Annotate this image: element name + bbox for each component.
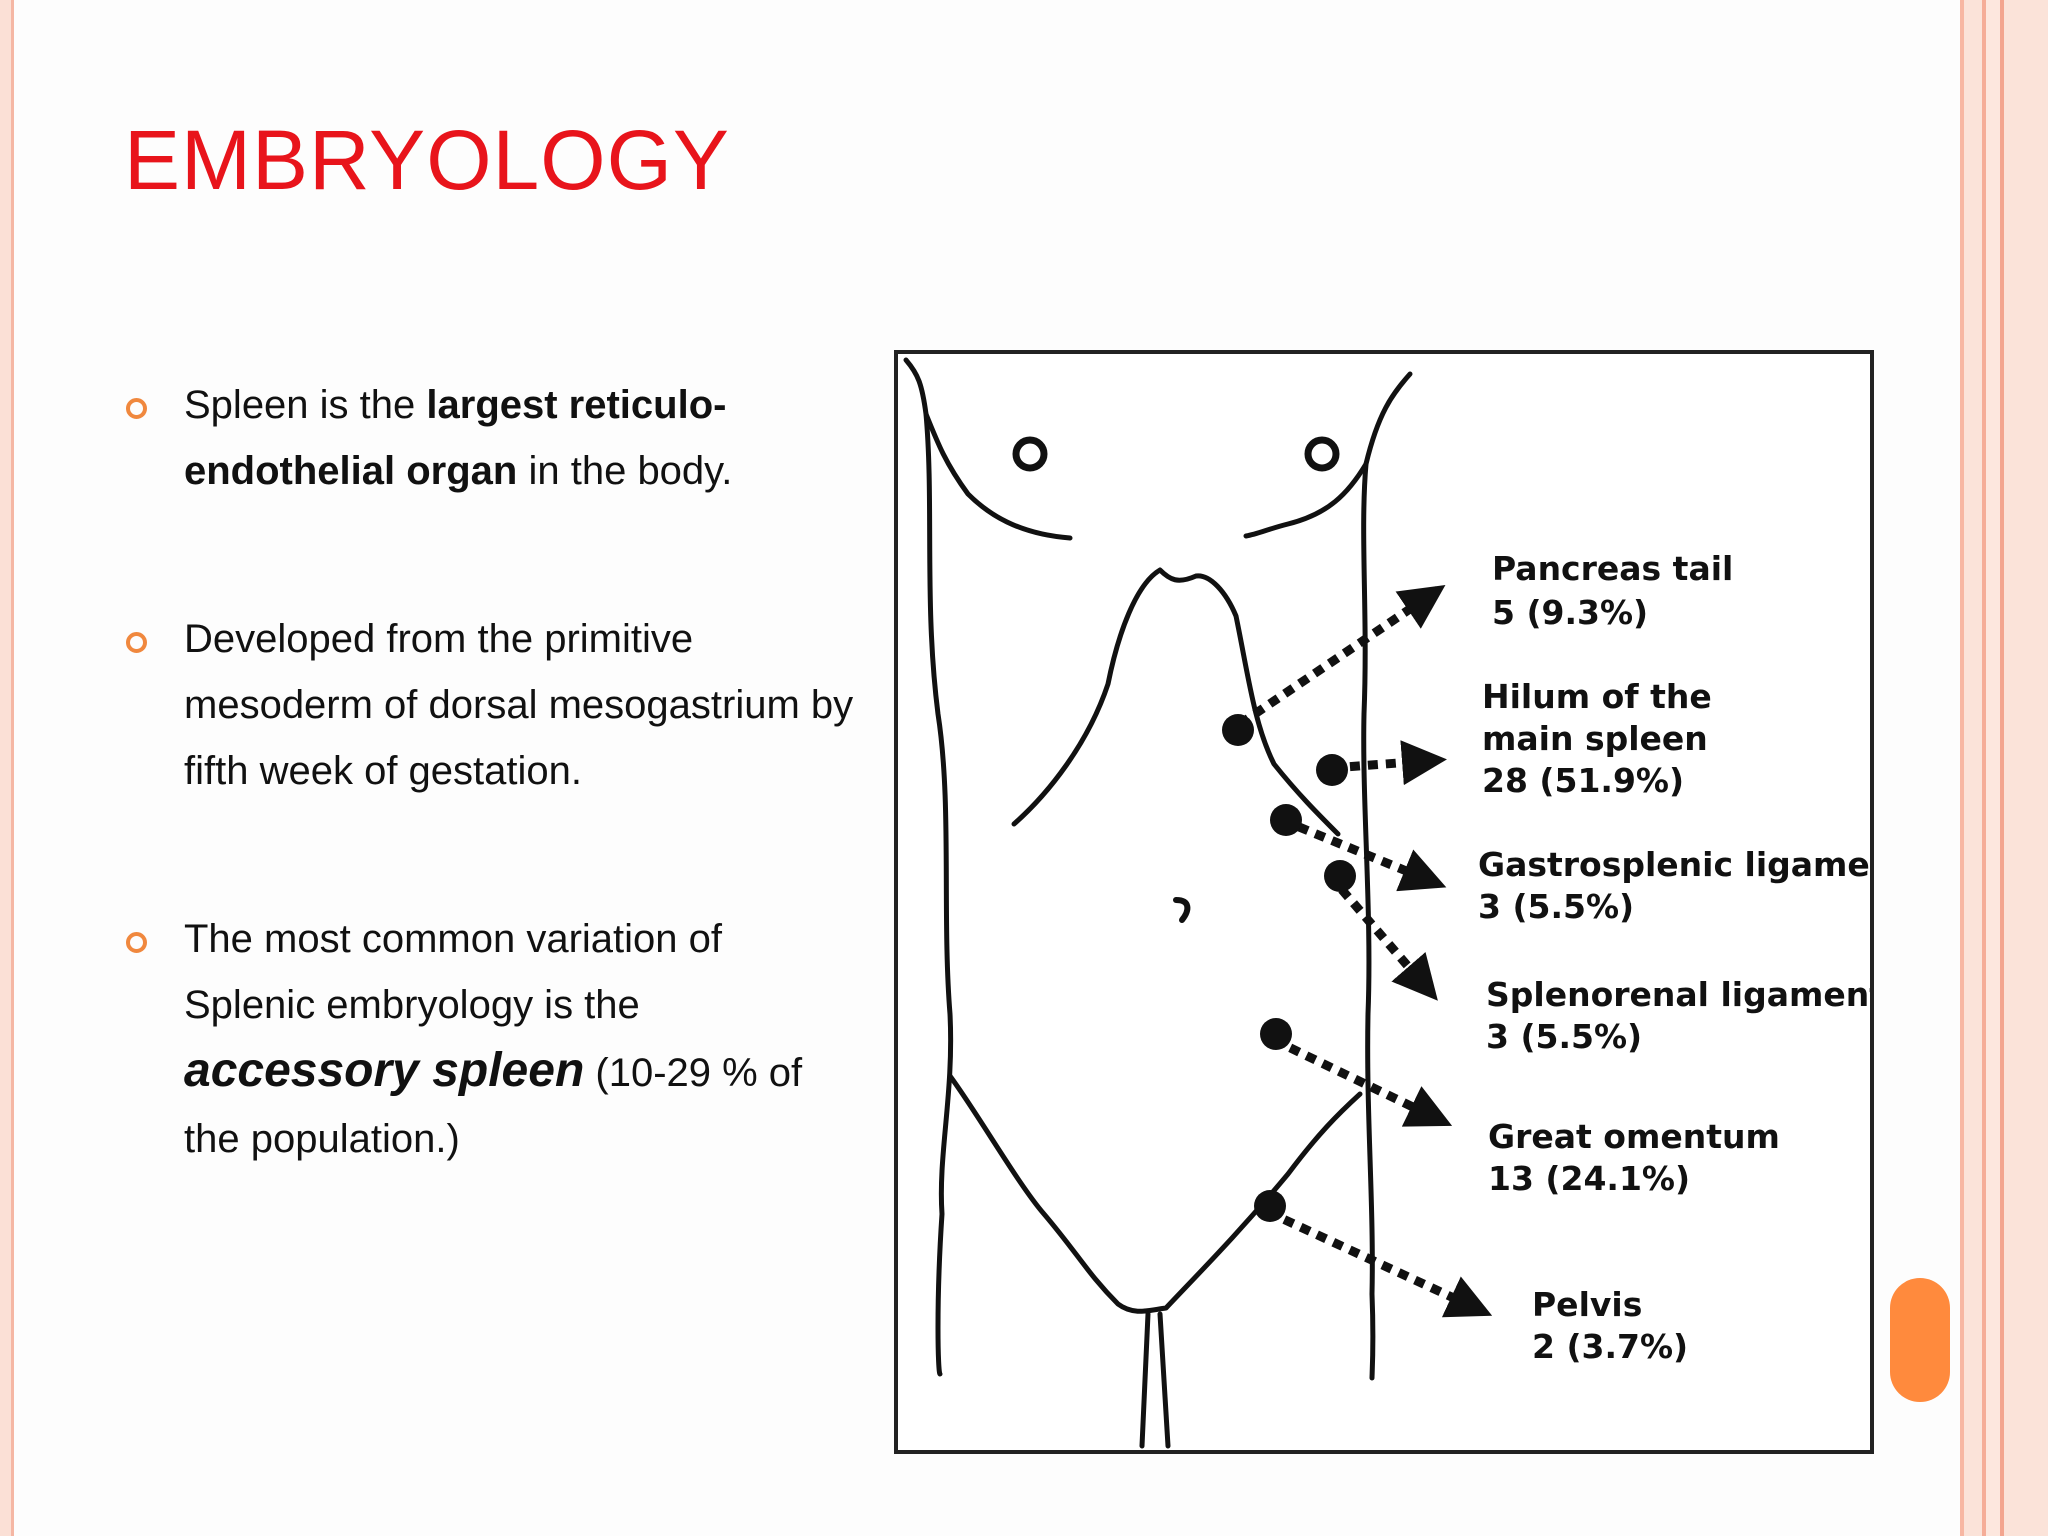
torso-right-outline (1361, 371, 1413, 1381)
bullet-text-run: Developed from the primitive (184, 617, 694, 661)
spleen-dot-great-omentum (1260, 1018, 1292, 1050)
right-nipple (1304, 436, 1340, 472)
label-great-omentum-name: Great omentum (1488, 1117, 1780, 1156)
left-border-decoration (0, 0, 14, 1536)
bullet-text: Developed from the primitive mesoderm of… (184, 606, 904, 804)
arrow-pelvis (1266, 1207, 1493, 1318)
label-pancreas-tail-name: Pancreas tail (1492, 549, 1733, 588)
bullet-text: The most common variation of Splenic emb… (184, 906, 904, 1172)
arrow-gastrosplenic (1280, 815, 1447, 892)
label-hilum-name-line2: main spleen (1482, 719, 1708, 758)
leg-right (1157, 1311, 1171, 1449)
label-great-omentum-value: 13 (24.1%) (1488, 1159, 1690, 1198)
arrow-great-omentum (1272, 1035, 1453, 1127)
bullet-marker-icon (126, 398, 147, 419)
right-chest-curve (1243, 461, 1369, 539)
label-splenorenal-name: Splenorenal ligament (1486, 975, 1870, 1014)
bullet-marker-icon (126, 632, 147, 653)
spleen-dot-splenorenal (1324, 860, 1356, 892)
bullet-text-run-bold: largest reticulo- (426, 383, 727, 427)
label-gastrosplenic-name: Gastrosplenic ligament (1478, 845, 1870, 884)
slide-title: EMBRYOLOGY (124, 113, 730, 207)
torso-left-outline (903, 357, 954, 1377)
left-nipple (1012, 436, 1048, 472)
label-hilum-name: Hilum of the (1482, 677, 1712, 716)
arrow-pancreas-tail (1237, 584, 1446, 728)
label-pelvis-name: Pelvis (1532, 1285, 1642, 1324)
abdomen-lower-outline (947, 1073, 1363, 1314)
bullet-text-run: the population.) (184, 1117, 460, 1161)
bullet-text-run: fifth week of gestation. (184, 749, 583, 793)
bullet-item: Developed from the primitive mesoderm of… (124, 606, 904, 804)
right-border-decoration (1960, 0, 2048, 1536)
label-splenorenal-value: 3 (5.5%) (1486, 1017, 1642, 1056)
leg-left (1139, 1311, 1151, 1449)
bullet-text-run: Spleen is the (184, 383, 427, 427)
bullet-item: Spleen is the largest reticulo- endothel… (124, 372, 904, 504)
spleen-dot-pancreas-tail (1222, 714, 1254, 746)
label-hilum-value: 28 (51.9%) (1482, 761, 1684, 800)
spleen-dot-pelvis (1254, 1190, 1286, 1222)
accessory-spleen-diagram: Pancreas tail 5 (9.3%) Hilum of the main… (894, 350, 1874, 1454)
spleen-dot-hilum (1316, 754, 1348, 786)
bullet-item: The most common variation of Splenic emb… (124, 906, 904, 1172)
arrow-hilum (1331, 740, 1447, 786)
bullet-text-run: The most common variation of (184, 917, 722, 961)
bullet-text-run: Splenic embryology is the (184, 983, 640, 1027)
label-pelvis-value: 2 (3.7%) (1532, 1327, 1688, 1366)
bullet-text: Spleen is the largest reticulo- endothel… (184, 372, 904, 504)
umbilicus (1173, 897, 1191, 923)
label-gastrosplenic-value: 3 (5.5%) (1478, 887, 1634, 926)
bullet-marker-icon (126, 932, 147, 953)
decorative-orange-circle (1890, 1278, 1950, 1402)
arrow-splenorenal (1326, 873, 1438, 1001)
spleen-dot-gastrosplenic (1270, 804, 1302, 836)
bullet-text-run: (10-29 % of (584, 1051, 803, 1095)
left-chest-curve (923, 411, 1073, 541)
rib-cage-outline (1011, 567, 1341, 837)
bullet-text-run: mesoderm of dorsal mesogastrium by (184, 683, 854, 727)
torso-drawing: Pancreas tail 5 (9.3%) Hilum of the main… (903, 357, 1870, 1449)
label-pancreas-tail-value: 5 (9.3%) (1492, 593, 1648, 632)
bullet-text-run-bold: endothelial organ (184, 449, 518, 493)
bullet-text-run: in the body. (517, 449, 733, 493)
bullet-text-run-emphasis: accessory spleen (184, 1044, 585, 1097)
